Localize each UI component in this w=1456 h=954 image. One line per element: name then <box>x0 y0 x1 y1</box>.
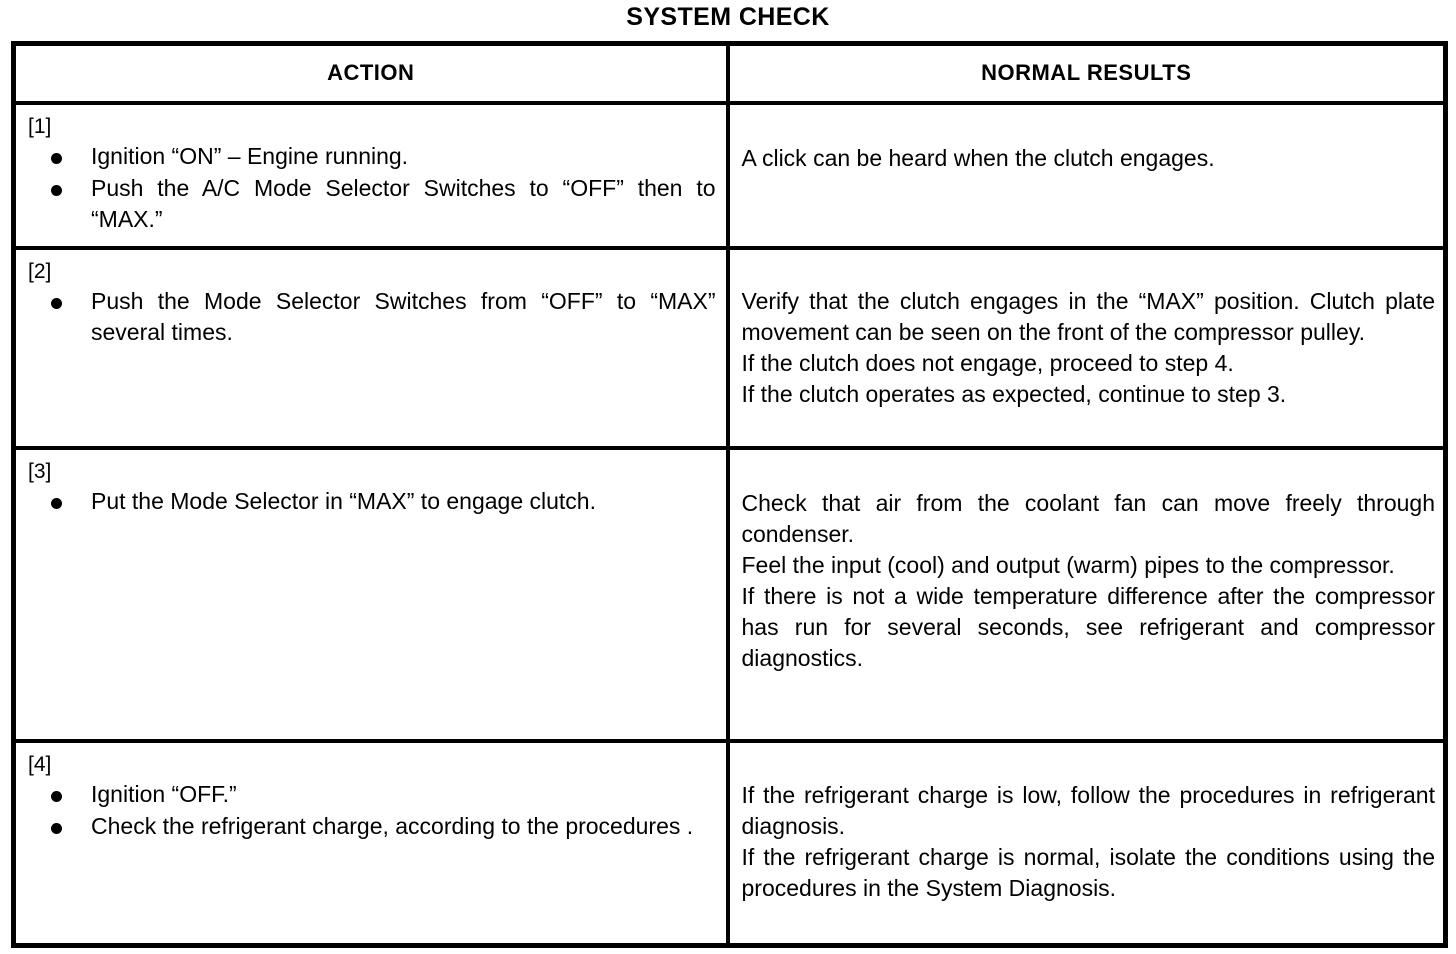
column-header-normal-results: NORMAL RESULTS <box>725 41 1448 105</box>
step-number-2: [2] <box>28 259 52 283</box>
action-bullet-list-3: Put the Mode Selector in “MAX” to engage… <box>28 486 716 517</box>
result-line: If the refrigerant charge is low, follow… <box>741 781 1436 839</box>
table-row: [3] Put the Mode Selector in “MAX” to en… <box>11 445 1448 743</box>
action-cell-step-3: [3] Put the Mode Selector in “MAX” to en… <box>11 445 730 743</box>
page-title: SYSTEM CHECK <box>626 3 830 31</box>
result-line: If there is not a wide temperature diffe… <box>741 582 1436 671</box>
column-header-action: ACTION <box>11 41 730 105</box>
list-item: Ignition “ON” – Engine running. <box>28 141 716 172</box>
table-row: [1] Ignition “ON” – Engine running. Push… <box>11 100 1448 250</box>
list-item: Ignition “OFF.” <box>28 779 716 810</box>
result-line: If the refrigerant charge is normal, iso… <box>741 843 1436 901</box>
result-line: If the clutch does not engage, proceed t… <box>741 349 1234 376</box>
list-item: Push the A/C Mode Selector Switches to “… <box>28 173 716 235</box>
action-bullet-list-4: Ignition “OFF.” Check the refrigerant ch… <box>28 779 716 842</box>
results-cell-step-2: Verify that the clutch engages in the “M… <box>725 245 1448 450</box>
list-item: Check the refrigerant charge, according … <box>28 811 716 842</box>
step-number-1: [1] <box>28 114 52 138</box>
table-row: [4] Ignition “OFF.” Check the refrigeran… <box>11 738 1448 948</box>
action-cell-step-4: [4] Ignition “OFF.” Check the refrigeran… <box>11 738 730 948</box>
result-line: If the clutch operates as expected, cont… <box>741 380 1287 407</box>
action-cell-step-1: [1] Ignition “ON” – Engine running. Push… <box>11 100 730 250</box>
action-bullet-list-2: Push the Mode Selector Switches from “OF… <box>28 286 716 348</box>
result-line: A click can be heard when the clutch eng… <box>741 144 1215 171</box>
results-cell-step-4: If the refrigerant charge is low, follow… <box>725 738 1448 948</box>
result-line: Feel the input (cool) and output (warm) … <box>741 551 1395 578</box>
list-item: Put the Mode Selector in “MAX” to engage… <box>28 486 716 517</box>
result-line: Verify that the clutch engages in the “M… <box>741 287 1436 345</box>
table-row: [2] Push the Mode Selector Switches from… <box>11 245 1448 450</box>
step-number-4: [4] <box>28 752 52 776</box>
table-header-row: ACTION NORMAL RESULTS <box>11 41 1448 105</box>
results-cell-step-3: Check that air from the coolant fan can … <box>725 445 1448 743</box>
system-check-table: ACTION NORMAL RESULTS [1] Ignition “ON” … <box>11 41 1448 948</box>
result-line: Check that air from the coolant fan can … <box>741 489 1436 547</box>
action-bullet-list-1: Ignition “ON” – Engine running. Push the… <box>28 141 716 235</box>
step-number-3: [3] <box>28 459 52 483</box>
action-cell-step-2: [2] Push the Mode Selector Switches from… <box>11 245 730 450</box>
list-item: Push the Mode Selector Switches from “OF… <box>28 286 716 348</box>
results-cell-step-1: A click can be heard when the clutch eng… <box>725 100 1448 250</box>
